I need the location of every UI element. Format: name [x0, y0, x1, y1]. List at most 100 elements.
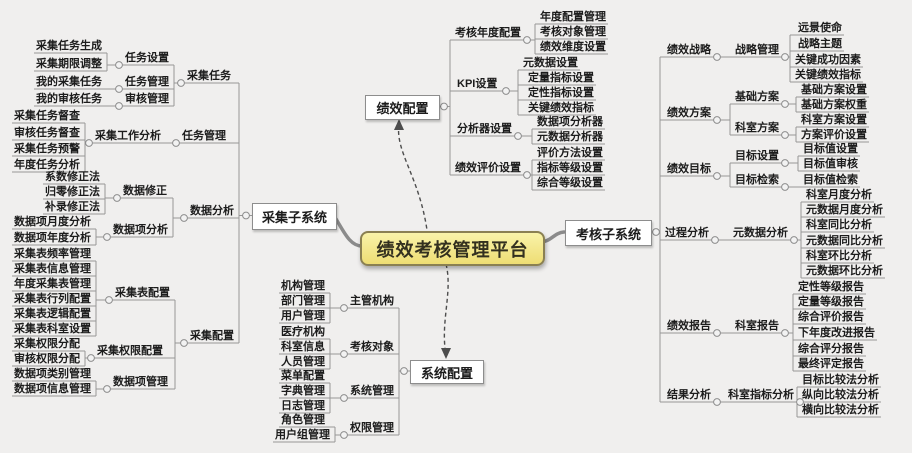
mindmap-node[interactable]: 人员管理: [281, 356, 325, 368]
mindmap-node[interactable]: 年度采集表管理: [14, 278, 91, 290]
expand-toggle-icon[interactable]: [440, 102, 448, 111]
mindmap-node[interactable]: 采集表行列配置: [14, 293, 91, 305]
mindmap-node[interactable]: 采集表频率管理: [14, 248, 91, 260]
mindmap-node[interactable]: 元数据环比分析: [806, 265, 883, 277]
mindmap-node[interactable]: 审核管理: [125, 93, 169, 105]
mindmap-node[interactable]: 绩效维度设置: [540, 41, 606, 53]
mindmap-node[interactable]: 绩效目标: [667, 163, 711, 175]
mindmap-node[interactable]: 绩效评价设置: [455, 162, 521, 174]
expand-toggle-icon[interactable]: [115, 102, 123, 110]
expand-toggle-icon[interactable]: [713, 53, 721, 61]
mindmap-node[interactable]: 用户组管理: [275, 429, 330, 441]
mindmap-node[interactable]: 科室方案: [735, 122, 779, 134]
expand-toggle-icon[interactable]: [180, 339, 188, 347]
expand-toggle-icon[interactable]: [796, 398, 804, 406]
mindmap-node[interactable]: 审核权限分配: [14, 353, 80, 365]
expand-toggle-icon[interactable]: [103, 233, 111, 241]
mindmap-node[interactable]: 基础方案设置: [801, 84, 867, 96]
mindmap-node[interactable]: 绩效报告: [667, 320, 711, 332]
mindmap-node[interactable]: 采集权限分配: [14, 338, 80, 350]
mindmap-node[interactable]: 绩效方案: [667, 107, 711, 119]
expand-toggle-icon[interactable]: [502, 87, 510, 95]
mindmap-node[interactable]: 部门管理: [281, 295, 325, 307]
expand-toggle-icon[interactable]: [713, 116, 721, 124]
mindmap-node[interactable]: 日志管理: [281, 400, 325, 412]
expand-toggle-icon[interactable]: [781, 131, 789, 139]
mindmap-node[interactable]: 数据项管理: [113, 376, 168, 388]
mindmap-node[interactable]: 定量指标设置: [528, 72, 594, 84]
mindmap-node[interactable]: 数据项分析器: [537, 116, 603, 128]
expand-toggle-icon[interactable]: [103, 385, 111, 393]
expand-toggle-icon[interactable]: [713, 172, 721, 180]
expand-toggle-icon[interactable]: [87, 354, 95, 362]
expand-toggle-icon[interactable]: [781, 100, 789, 108]
mindmap-node[interactable]: 远景使命: [798, 22, 842, 34]
expand-toggle-icon[interactable]: [242, 211, 250, 220]
mindmap-node[interactable]: 任务管理: [182, 130, 226, 142]
mindmap-node[interactable]: 元数据分析: [733, 227, 788, 239]
mindmap-node[interactable]: 用户管理: [281, 310, 325, 322]
mindmap-node[interactable]: 科室报告: [735, 320, 779, 332]
mindmap-node[interactable]: 关键绩效指标: [528, 102, 594, 114]
mindmap-node[interactable]: 科室月度分析: [806, 189, 872, 201]
mindmap-node[interactable]: 权限管理: [350, 422, 394, 434]
mindmap-node[interactable]: 基础方案: [735, 91, 779, 103]
mindmap-node[interactable]: 定量等级报告: [798, 296, 864, 308]
mindmap-node[interactable]: 系统管理: [350, 385, 394, 397]
mindmap-node[interactable]: 综合评分报告: [798, 343, 864, 355]
mindmap-node[interactable]: 综合评价报告: [798, 311, 864, 323]
mindmap-node[interactable]: 基础方案权重: [801, 99, 867, 111]
mindmap-node[interactable]: 分析器设置: [457, 123, 512, 135]
mindmap-node[interactable]: 采集权限配置: [97, 345, 163, 357]
mindmap-node[interactable]: 定性指标设置: [528, 87, 594, 99]
mindmap-node[interactable]: 采集配置: [190, 330, 234, 342]
mindmap-node[interactable]: 综合等级设置: [537, 177, 603, 189]
mindmap-node[interactable]: 年度任务分析: [14, 159, 80, 171]
expand-toggle-icon[interactable]: [711, 236, 719, 244]
mindmap-node[interactable]: 角色管理: [281, 414, 325, 426]
mindmap-node[interactable]: 采集表逻辑配置: [14, 308, 91, 320]
mindmap-node[interactable]: 数据项类别管理: [14, 368, 91, 380]
expand-toggle-icon[interactable]: [781, 159, 789, 167]
mindmap-node[interactable]: 关键绩效指标: [795, 69, 861, 81]
expand-toggle-icon[interactable]: [652, 228, 660, 236]
expand-toggle-icon[interactable]: [115, 85, 123, 93]
mindmap-node[interactable]: 目标设置: [735, 150, 779, 162]
mindmap-node[interactable]: 采集任务生成: [36, 40, 102, 52]
mindmap-node[interactable]: 指标等级设置: [537, 162, 603, 174]
mindmap-node[interactable]: 目标值审核: [803, 158, 858, 170]
expand-toggle-icon[interactable]: [790, 236, 798, 244]
mindmap-node[interactable]: 采集表配置: [115, 287, 170, 299]
mindmap-node[interactable]: 数据项月度分析: [14, 216, 91, 228]
expand-toggle-icon[interactable]: [514, 132, 522, 140]
mindmap-node[interactable]: 最终评定报告: [798, 358, 864, 370]
mindmap-node[interactable]: 纵向比较法分析: [802, 389, 879, 401]
mindmap-node[interactable]: 考核对象管理: [540, 26, 606, 38]
mindmap-node[interactable]: 采集表科室设置: [14, 323, 91, 335]
mindmap-node[interactable]: 主管机构: [350, 295, 394, 307]
expand-toggle-icon[interactable]: [340, 431, 348, 439]
mindmap-node[interactable]: 字典管理: [281, 385, 325, 397]
mindmap-node[interactable]: 采集期限调整: [36, 58, 102, 70]
mindmap-node[interactable]: 目标检索: [735, 174, 779, 186]
mindmap-node[interactable]: 数据修正: [123, 185, 167, 197]
mindmap-node[interactable]: 元数据设置: [523, 57, 578, 69]
expand-toggle-icon[interactable]: [781, 183, 789, 191]
expand-toggle-icon[interactable]: [115, 61, 123, 69]
expand-toggle-icon[interactable]: [340, 304, 348, 312]
mindmap-node[interactable]: 目标值设置: [803, 143, 858, 155]
mindmap-node[interactable]: 采集任务: [187, 70, 231, 82]
mindmap-node[interactable]: KPI设置: [457, 78, 498, 90]
expand-toggle-icon[interactable]: [340, 350, 348, 358]
mindmap-node[interactable]: 菜单配置: [281, 370, 325, 382]
mindmap-node[interactable]: 数据项分析: [113, 224, 168, 236]
expand-toggle-icon[interactable]: [713, 329, 721, 337]
expand-toggle-icon[interactable]: [105, 296, 113, 304]
mindmap-node[interactable]: 元数据月度分析: [806, 204, 883, 216]
mindmap-node[interactable]: 定性等级报告: [798, 281, 864, 293]
mindmap-node[interactable]: 战略主题: [798, 38, 842, 50]
branch-box[interactable]: 绩效配置: [365, 95, 440, 120]
expand-toggle-icon[interactable]: [180, 214, 188, 222]
expand-toggle-icon[interactable]: [85, 139, 93, 147]
branch-box[interactable]: 系统配置: [410, 360, 484, 384]
